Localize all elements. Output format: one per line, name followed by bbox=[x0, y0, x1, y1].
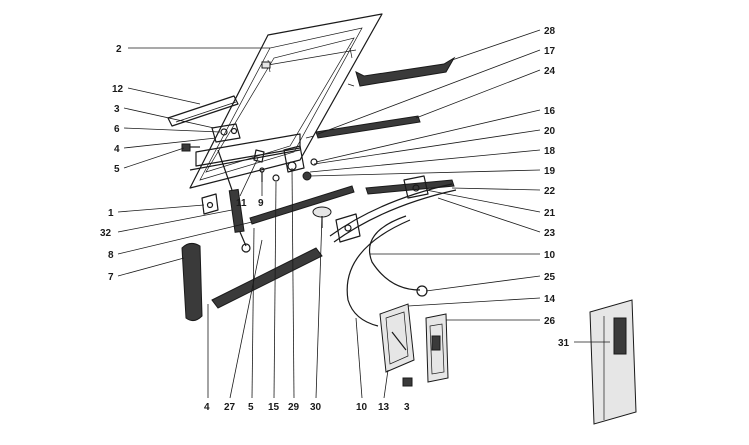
callout-4: 4 bbox=[114, 144, 120, 155]
part-3-nut bbox=[402, 377, 413, 387]
callout-9: 9 bbox=[258, 198, 264, 209]
callout-labels: 2 12 3 6 4 5 1 32 8 7 11 9 4 27 5 15 29 … bbox=[100, 26, 570, 413]
callout-1: 1 bbox=[108, 208, 114, 219]
callout-16: 16 bbox=[544, 106, 556, 117]
callout-20: 20 bbox=[544, 126, 556, 137]
part-9-pin bbox=[259, 167, 265, 182]
part-27-seal bbox=[211, 247, 323, 309]
callout-10-bottom: 10 bbox=[356, 402, 368, 413]
callout-3-bottom: 3 bbox=[404, 402, 410, 413]
callout-24: 24 bbox=[544, 66, 556, 77]
callout-19: 19 bbox=[544, 166, 556, 177]
callout-21: 21 bbox=[544, 208, 556, 219]
part-5-bolt bbox=[181, 143, 200, 152]
part-22-strip bbox=[365, 179, 455, 195]
part-24-seal-strip bbox=[305, 115, 421, 139]
leader-lines bbox=[117, 29, 610, 399]
part-7-pad bbox=[181, 242, 203, 322]
callout-4-bottom: 4 bbox=[204, 402, 210, 413]
callout-2: 2 bbox=[116, 44, 122, 55]
part-12-panel bbox=[167, 95, 239, 127]
callout-5-bottom: 5 bbox=[248, 402, 254, 413]
part-21-latch bbox=[403, 175, 429, 199]
callout-27: 27 bbox=[224, 402, 236, 413]
part-11-clip bbox=[253, 149, 265, 163]
callout-8: 8 bbox=[108, 250, 114, 261]
callout-10: 10 bbox=[544, 250, 556, 261]
callout-11: 11 bbox=[236, 198, 247, 209]
lid-hinge bbox=[211, 123, 241, 143]
callout-25: 25 bbox=[544, 272, 556, 283]
callout-31: 31 bbox=[558, 338, 570, 349]
part-32-gas-strut bbox=[217, 149, 251, 253]
part-19-nut bbox=[302, 171, 312, 181]
callout-17: 17 bbox=[544, 46, 556, 57]
part-14-lever-housing bbox=[379, 303, 415, 373]
callout-28: 28 bbox=[544, 26, 556, 37]
callout-13: 13 bbox=[378, 402, 390, 413]
lid-lock-assembly bbox=[272, 145, 305, 182]
callout-23: 23 bbox=[544, 228, 556, 239]
callout-18: 18 bbox=[544, 146, 556, 157]
callout-5: 5 bbox=[114, 164, 120, 175]
part-8-seal bbox=[249, 185, 355, 225]
callout-32: 32 bbox=[100, 228, 112, 239]
callout-22: 22 bbox=[544, 186, 556, 197]
callout-29: 29 bbox=[288, 402, 300, 413]
callout-30: 30 bbox=[310, 402, 322, 413]
callout-12: 12 bbox=[112, 84, 124, 95]
callout-14: 14 bbox=[544, 294, 556, 305]
part-1-bracket bbox=[201, 193, 219, 215]
callout-15: 15 bbox=[268, 402, 280, 413]
callout-26: 26 bbox=[544, 316, 556, 327]
callout-7: 7 bbox=[108, 272, 114, 283]
part-26-lever-cover bbox=[425, 313, 449, 383]
callout-3: 3 bbox=[114, 104, 120, 115]
part-28-seal bbox=[347, 56, 456, 87]
catch-bracket bbox=[335, 213, 361, 243]
part-31-side-panel bbox=[589, 299, 637, 425]
callout-6: 6 bbox=[114, 124, 120, 135]
part-23-channel bbox=[329, 183, 457, 243]
